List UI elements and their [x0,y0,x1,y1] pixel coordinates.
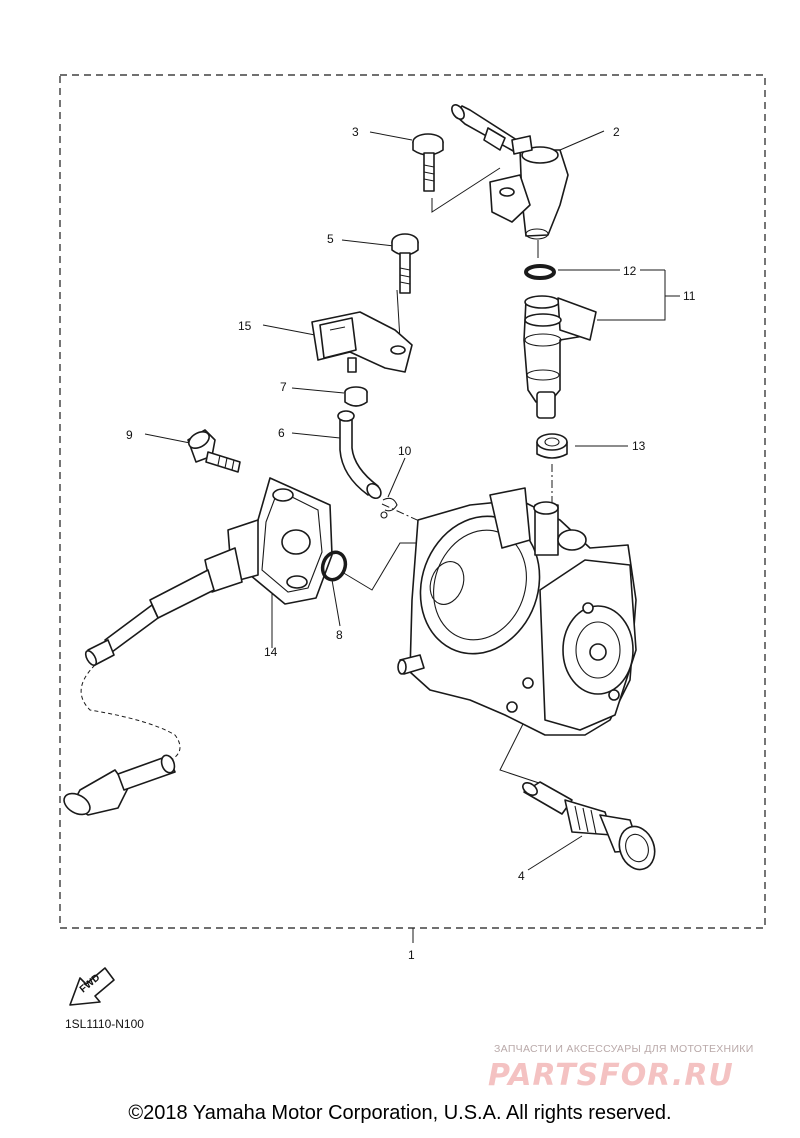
part-8-o-ring [320,550,348,582]
fwd-arrow-icon: FWD [69,967,115,1006]
callout-6: 6 [278,426,285,440]
part-9-screw [187,429,241,473]
callout-5: 5 [327,232,334,246]
part-2-sensor [451,104,569,240]
part-10-clip [380,497,398,519]
callout-3: 3 [352,125,359,139]
diagram-code: 1SL1110-N100 [65,1017,144,1031]
part-15-sensor [311,311,413,373]
callout-4: 4 [518,869,525,883]
watermark-logo: PARTSFOR.RU [488,1058,734,1093]
callout-12: 12 [623,264,637,278]
callout-numbers: 1 2 3 4 5 6 7 8 9 10 11 12 13 14 15 [126,125,696,962]
part-11-injector [523,295,597,419]
copyright-notice: ©2018 Yamaha Motor Corporation, U.S.A. A… [128,1102,672,1124]
part-5-bolt [391,233,419,294]
callout-8: 8 [336,628,343,642]
callout-10: 10 [398,444,412,458]
part-12-o-ring [524,264,556,280]
part-13-washer [536,433,568,459]
callout-11: 11 [683,289,696,303]
part-1-throttle-body [397,487,637,736]
part-7-clamp [344,386,368,407]
part-3-bolt [412,133,444,192]
assembly-boundary [59,74,766,929]
callout-7: 7 [280,380,287,394]
watermark-caption: ЗАПЧАСТИ И АКСЕССУАРЫ ДЛЯ МОТОТЕХНИКИ [494,1043,754,1055]
part-14-throttle-sensor [63,477,333,816]
callout-15: 15 [238,319,252,333]
callout-13: 13 [632,439,646,453]
callout-2: 2 [613,125,620,139]
part-4-screw [522,781,656,871]
callout-14: 14 [264,645,278,659]
callout-1: 1 [408,948,415,962]
part-6-hose [337,410,382,500]
callout-9: 9 [126,428,133,442]
